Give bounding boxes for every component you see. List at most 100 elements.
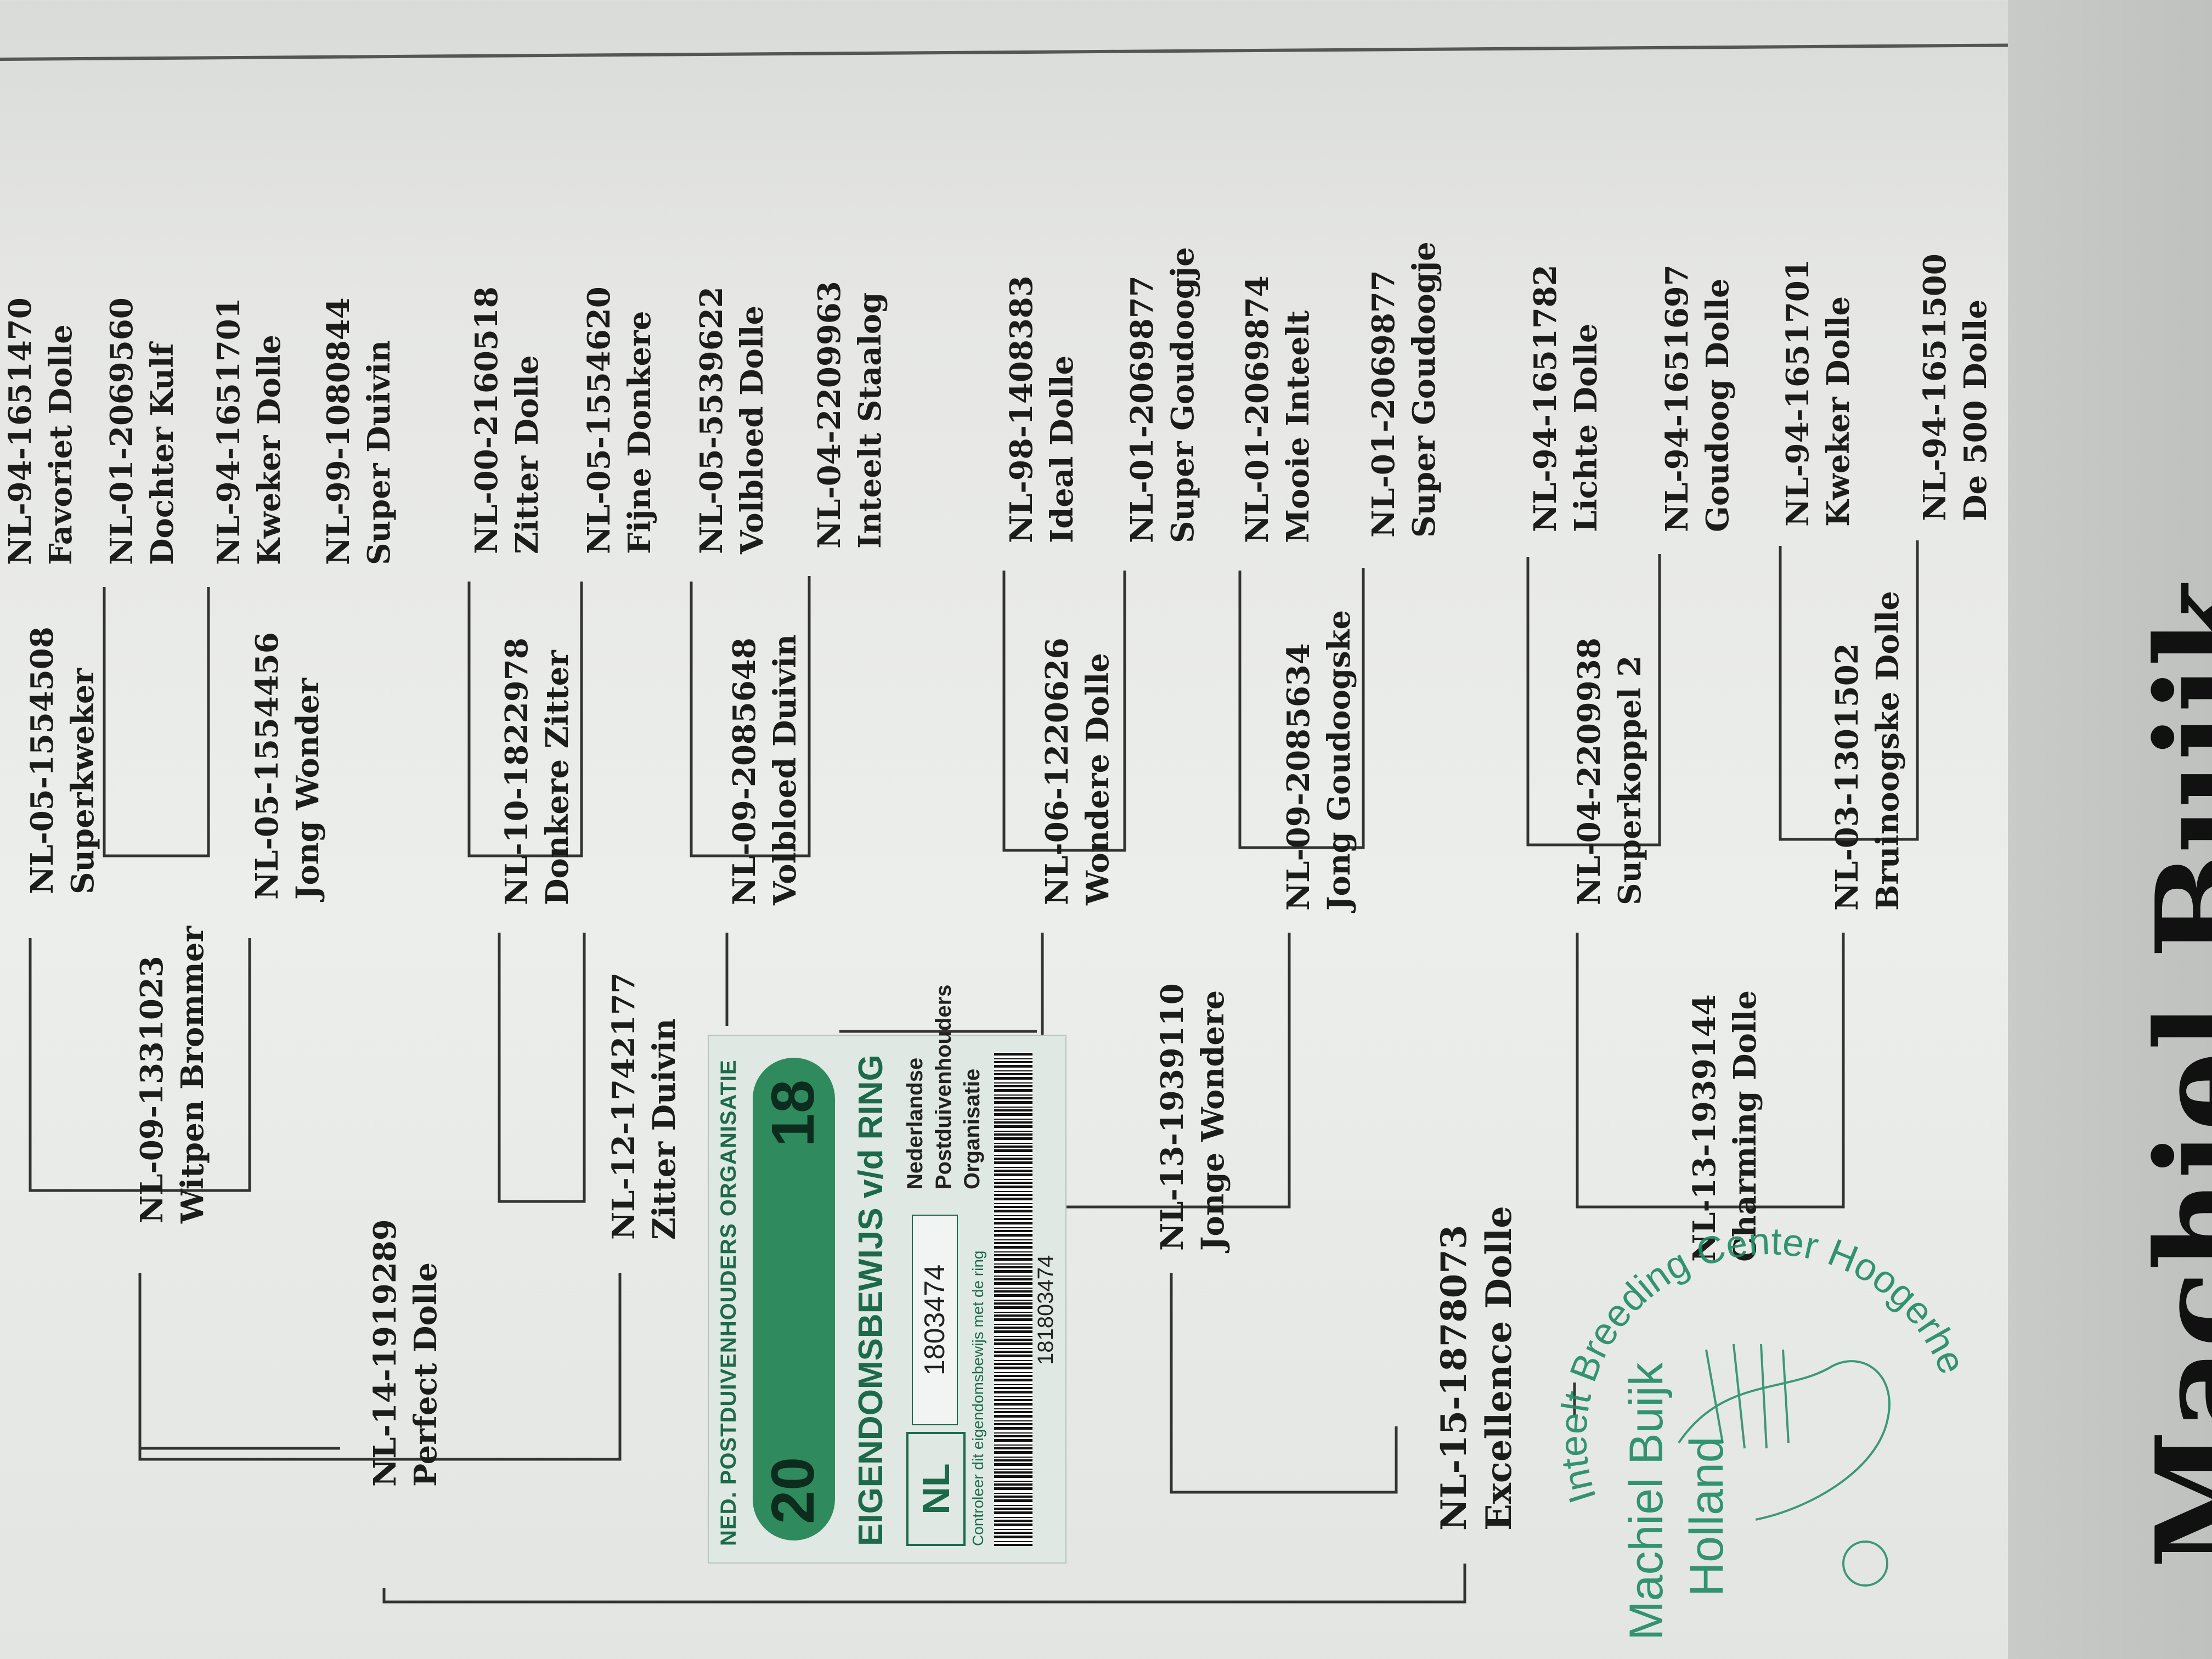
g4-name: Mooie Inteelt (1280, 310, 1316, 543)
g3-bracket-7 (1779, 540, 1919, 841)
g3-bracket-1 (103, 587, 210, 857)
card-npo-block: Nederlandse Postduivenhouders Organisati… (901, 985, 986, 1189)
dam-dam-ring: NL-09-2085634 (1280, 643, 1317, 911)
g4-name: Super Goudoogje (1406, 241, 1442, 538)
g4-entry: NL-94-1651470 Favoriet Dolle (0, 297, 81, 565)
dam-ring: NL-13-1939110 (1154, 983, 1190, 1251)
card-npo-line: Postduivenhouders (932, 984, 956, 1189)
g4-entry: NL-01-2069874 Mooie Inteelt (1237, 275, 1318, 543)
sire-dam-name: Zitter Duivin (646, 1018, 682, 1240)
g4-entry: NL-04-2209963 Inteelt Staalog (809, 281, 890, 549)
g3-ring: NL-05-1554456 (249, 632, 285, 900)
g4-ring: NL-94-1651500 (1917, 253, 1953, 521)
g3-entry: NL-10-1822978 Donkere Zitter (496, 637, 578, 905)
wing-strokes (1705, 1344, 1790, 1449)
g4-ring: NL-01-2069560 (104, 297, 140, 565)
g4-entry: NL-99-1080844 Super Duivin (318, 297, 399, 565)
g4-entry: NL-94-1651782 Lichte Dolle (1525, 264, 1606, 532)
other-dam-ring: NL-03-1301502 (1829, 643, 1865, 911)
g4-entry: NL-94-1651500 De 500 Dolle (1915, 253, 1996, 521)
card-npo-line: Organisatie (960, 1068, 984, 1189)
g4-name: Super Goudoogje (1165, 247, 1201, 543)
root-bracket (382, 1564, 1466, 1604)
g4-ring: NL-99-1080844 (320, 297, 357, 565)
sire-entry: NL-14-1919289 Perfect Dolle (365, 1219, 446, 1487)
card-footer: Controleer dit eigendomsbewijs met de ri… (969, 1250, 986, 1547)
g4-name: Ideal Dolle (1044, 355, 1080, 543)
g4-ring: NL-94-1651701 (211, 297, 247, 565)
stamp-country: Holland (1680, 1436, 1733, 1596)
g3-name: Jong Wonder (290, 678, 326, 900)
g4-name: De 500 Dolle (1957, 299, 1994, 521)
card-year-band: 20 18 (753, 1058, 835, 1541)
pigeon-head (1842, 1541, 1888, 1587)
g4-ring: NL-01-2069877 (1124, 275, 1160, 543)
g4-name: Fijne Donkere (622, 311, 658, 554)
g4-name: Dochter Kulf (144, 343, 180, 565)
g3-ring: NL-10-1822978 (499, 637, 535, 905)
sd-bracket (498, 933, 586, 1203)
g4-entry: NL-94-1651701 Kweker Dolle (1778, 259, 1859, 527)
g4-name: Kweker Dolle (1820, 296, 1857, 527)
g4-name: Lichte Dolle (1568, 323, 1604, 532)
barcode (994, 1052, 1032, 1546)
g4-name: Kweker Dolle (251, 334, 287, 565)
g3-entry: NL-09-2085648 Volbloed Duivin (724, 634, 805, 905)
g3-ring: NL-09-2085648 (726, 637, 763, 905)
stamp-name: Machiel Buijk (1620, 1362, 1673, 1640)
card-organisation: NED. POSTDUIVENHOUDERS ORGANISATIE (716, 1059, 741, 1546)
subject-name: Excellence Dolle (1479, 1206, 1520, 1531)
g4-ring: NL-04-2209963 (811, 281, 848, 549)
g4-entry: NL-94-1651697 Goudoog Dolle (1657, 264, 1738, 532)
sire-sire-entry: NL-09-1331023 Witpen Brommer (132, 926, 213, 1223)
sire-ring: NL-14-1919289 (367, 1219, 403, 1487)
g4-ring: NL-94-1651782 (1527, 264, 1564, 532)
g4-ring: NL-94-1651470 (2, 297, 38, 565)
subject-entry: NL-15-1878073 Excellence Dolle (1432, 1206, 1522, 1531)
g4-entry: NL-01-2069560 Dochter Kulf (101, 297, 183, 565)
pigeon-outline (1678, 1360, 1891, 1521)
g4-name: Goudoog Dolle (1700, 278, 1736, 533)
dam-sire-entry: NL-06-1220626 Wondere Dolle (1037, 637, 1118, 905)
other-sire-ring: NL-04-2209938 (1571, 637, 1607, 905)
dam-dam-name: Jong Goudoogske (1321, 610, 1357, 911)
g3-name: Superkweker (65, 668, 101, 894)
g3-name: Volbloed Duivin (767, 634, 803, 905)
other-sire-name: Superkoppel 2 (1612, 655, 1648, 905)
g4-entry: NL-98-1408383 Ideal Dolle (1001, 275, 1082, 543)
dam-sire-ring: NL-06-1220626 (1039, 637, 1075, 905)
g4-name: Volbloed Dolle (734, 305, 770, 554)
g4-name: Zitter Dolle (509, 355, 545, 554)
card-title: EIGENDOMSBEWIJS v/d RING (852, 1054, 890, 1546)
g4-entry: NL-05-5539622 Volbloed Dolle (691, 286, 772, 554)
sheet-edge (2008, 0, 2212, 1659)
ownership-card: NED. POSTDUIVENHOUDERS ORGANISATIE 20 18… (708, 985, 1092, 1564)
card-year-left: 20 (759, 1457, 827, 1524)
sire-name: Perfect Dolle (408, 1262, 444, 1487)
sire-sire-ring: NL-09-1331023 (134, 956, 170, 1223)
card-year-right: 18 (759, 1080, 827, 1147)
other-dam-name: Bruinoogske Dolle (1870, 591, 1906, 911)
ss-bracket (29, 938, 251, 1192)
g4-ring: NL-01-2069874 (1239, 275, 1276, 543)
g4-ring: NL-94-1651697 (1659, 264, 1695, 532)
sire-dam-entry: NL-12-1742177 Zitter Duivin (603, 972, 685, 1240)
other-dam-entry: NL-03-1301502 Bruinoogske Dolle (1827, 591, 1908, 911)
g3-name: Donkere Zitter (539, 650, 575, 905)
g4-entry: NL-01-2069877 Super Goudoogje (1122, 247, 1203, 543)
dam-dam-entry: NL-09-2085634 Jong Goudoogske (1278, 610, 1359, 911)
g4-entry: NL-94-1651701 Kweker Dolle (208, 297, 290, 565)
stamp-ring-path: Inteelt Breeding Center Hoogerheide - Ho… (1525, 1212, 1974, 1508)
g3-bracket-6 (1526, 554, 1661, 847)
g4-ring: NL-05-5539622 (693, 286, 730, 554)
g3-bracket-2 (467, 582, 583, 857)
dam-sire-name: Wondere Dolle (1080, 653, 1116, 905)
sire-sire-name: Witpen Brommer (174, 926, 211, 1223)
g4-ring: NL-00-2160518 (469, 286, 505, 554)
card-ring-number: 1803474 (912, 1215, 958, 1425)
g4-ring: NL-05-1554620 (581, 286, 617, 554)
g4-ring: NL-94-1651701 (1780, 259, 1816, 527)
dam-bracket (1170, 1273, 1398, 1494)
g4-entry: NL-01-2069877 Super Goudoogje (1363, 241, 1444, 538)
